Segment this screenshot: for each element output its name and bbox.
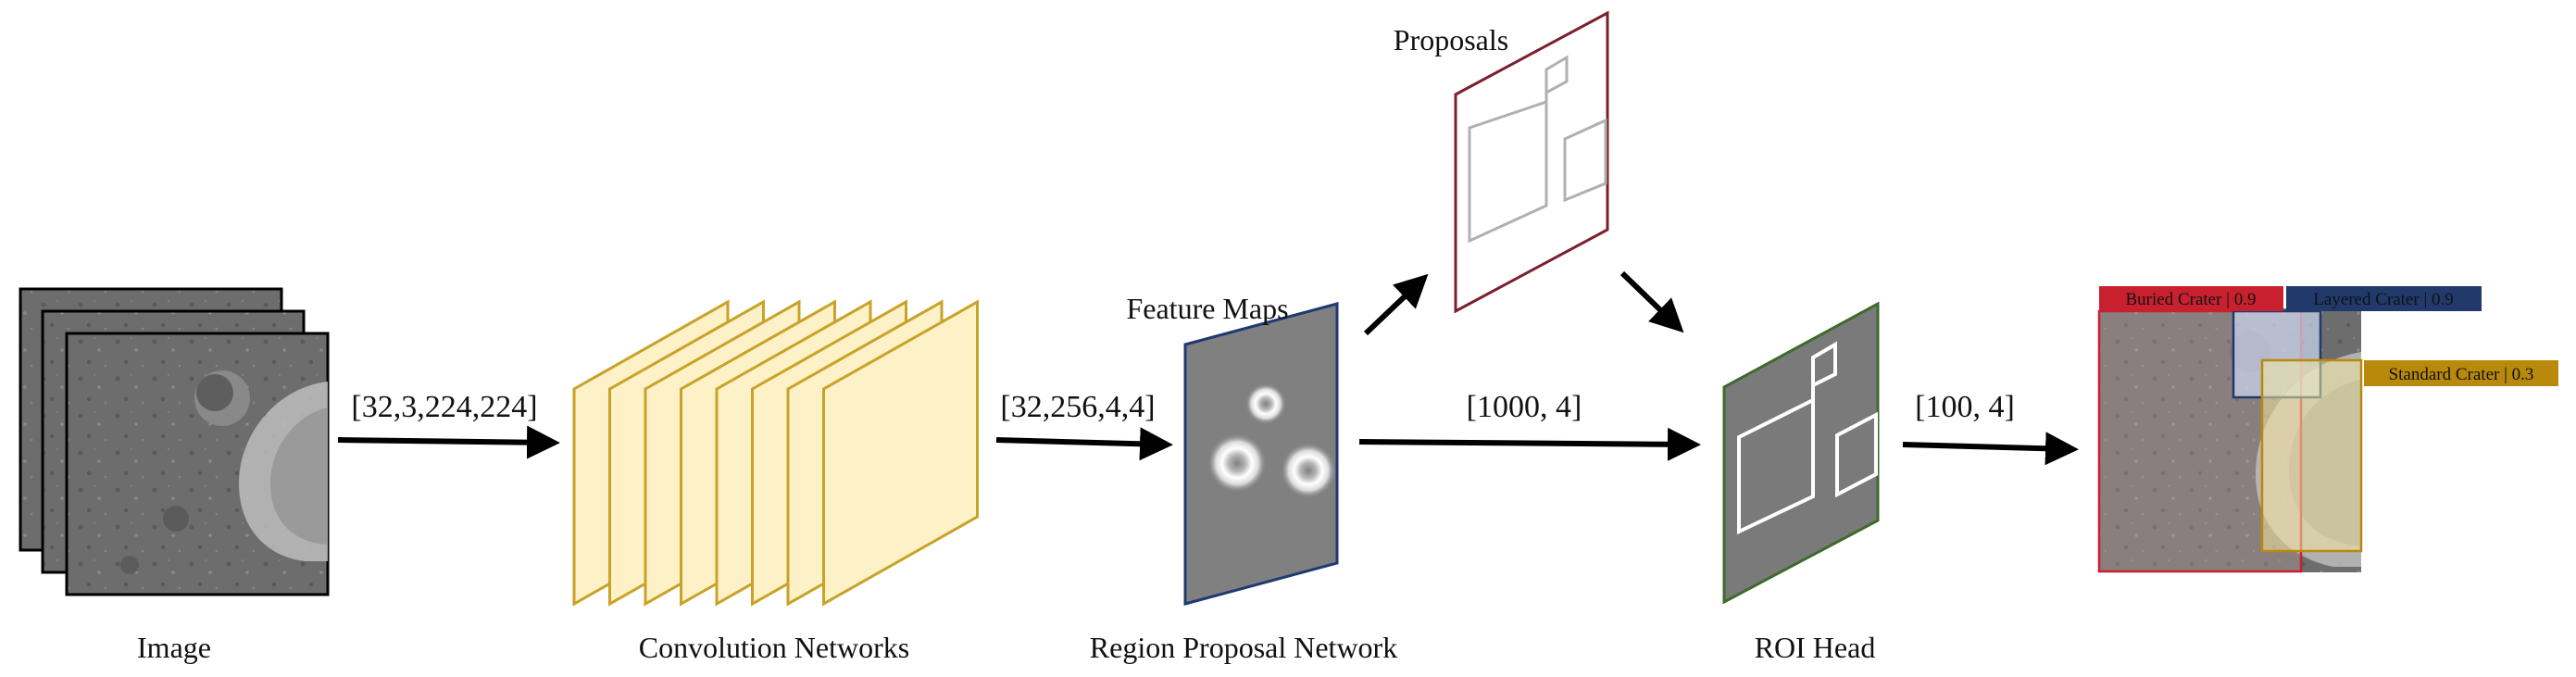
detection-tag-layered: Layered Crater | 0.9	[2286, 286, 2482, 311]
roi-box	[1811, 341, 1837, 389]
caption-feature-maps: Feature Maps	[1126, 292, 1288, 325]
arrow-roi-to-output	[1902, 432, 2079, 466]
proposal-box	[1563, 118, 1607, 203]
arrow-features-to-proposals	[1363, 273, 1429, 336]
tensor-feature-shape: [32,256,4,4]	[1000, 390, 1155, 424]
detection-box-standard	[2260, 358, 2363, 553]
detection-output: Buried Crater | 0.9 Layered Crater | 0.9…	[2097, 286, 2558, 573]
input-image-stack	[19, 287, 330, 596]
arrow-image-to-conv	[337, 425, 560, 459]
arrow-features-to-roi	[1358, 427, 1701, 461]
roi-plane	[1722, 301, 1880, 605]
activation-blob	[1245, 383, 1286, 424]
roi-box	[1835, 411, 1878, 498]
roi-head	[1722, 301, 1880, 605]
conv-layer-stack	[572, 299, 979, 607]
conv-layer	[822, 299, 979, 607]
image-frame	[65, 332, 330, 596]
activation-blob	[1281, 443, 1336, 498]
tensor-detection-shape: [100, 4]	[1915, 390, 2015, 424]
detection-label-buried: Buried Crater | 0.9	[2126, 290, 2257, 309]
caption-image: Image	[137, 631, 211, 664]
arrow-conv-to-features	[995, 427, 1173, 461]
proposals-panel	[1454, 10, 1609, 314]
feature-map	[1183, 302, 1339, 606]
tensor-input-shape: [32,3,224,224]	[351, 390, 537, 424]
caption-roi-head: ROI Head	[1755, 631, 1876, 664]
activation-blob	[1207, 433, 1267, 493]
proposal-box	[1544, 55, 1569, 95]
detection-tag-buried: Buried Crater | 0.9	[2099, 286, 2283, 311]
caption-convolution-networks: Convolution Networks	[639, 631, 909, 664]
roi-box	[1737, 396, 1815, 535]
proposal-box	[1468, 99, 1548, 244]
tensor-proposal-shape: [1000, 4]	[1467, 390, 1582, 424]
detection-label-layered: Layered Crater | 0.9	[2313, 290, 2454, 309]
arrow-proposals-to-roi	[1619, 270, 1684, 333]
caption-proposals: Proposals	[1394, 23, 1508, 56]
crater-rim	[239, 382, 328, 561]
proposals-plane	[1454, 10, 1609, 314]
caption-region-proposal-network: Region Proposal Network	[1090, 631, 1397, 664]
detection-label-standard: Standard Crater | 0.3	[2389, 365, 2534, 384]
detection-tag-standard: Standard Crater | 0.3	[2364, 360, 2558, 386]
